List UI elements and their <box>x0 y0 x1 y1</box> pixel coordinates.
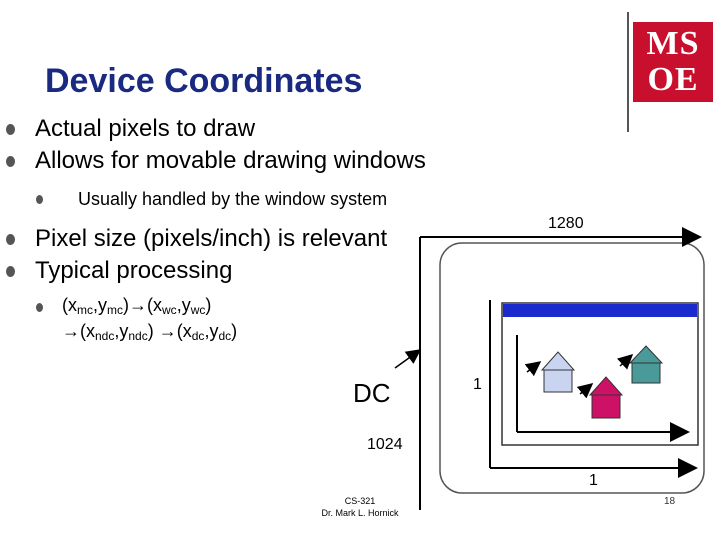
window-height-one: 1 <box>473 376 482 393</box>
window-title-bar <box>503 304 697 317</box>
bullet-text: Actual pixels to draw <box>35 115 256 142</box>
house-teal <box>628 345 664 384</box>
sub-bullet-dot <box>36 195 43 204</box>
arrow-right-icon: → <box>62 321 80 341</box>
arrow-right-icon: → <box>129 295 148 315</box>
sub-bullet-dot <box>36 303 43 312</box>
footer-author: Dr. Mark L. Hornick <box>321 508 399 518</box>
bullet-dot <box>6 266 15 277</box>
bullet-text: Pixel size (pixels/inch) is relevant <box>35 225 388 252</box>
processing-line-1: (xmc,ymc)→(xwc,ywc) <box>62 295 212 317</box>
bullet-dot <box>6 124 15 135</box>
logo-text-top: MS <box>646 25 700 62</box>
window-width-one: 1 <box>589 472 598 489</box>
arrow-right-icon: → <box>158 321 177 341</box>
sub-bullet-text: Usually handled by the window system <box>78 189 388 209</box>
bullet-text: Allows for movable drawing windows <box>35 147 426 174</box>
house-pointer-2 <box>576 383 594 399</box>
logo-divider <box>627 12 629 132</box>
logo-text-bottom: OE <box>647 61 699 98</box>
screen-outline <box>439 242 705 494</box>
bullet-text: Typical processing <box>35 257 233 284</box>
drawing-window <box>501 302 699 446</box>
dc-pointer <box>394 349 422 369</box>
house-magenta <box>588 376 624 419</box>
msoe-logo: MS OE <box>633 22 713 102</box>
house-pointer-1 <box>524 361 542 377</box>
width-label: 1280 <box>548 215 584 232</box>
bullet-dot <box>6 156 15 167</box>
slide-title: Device Coordinates <box>45 62 363 100</box>
height-label: 1024 <box>367 436 403 453</box>
processing-line-2: →(xndc,yndc) →(xdc,ydc) <box>62 321 238 343</box>
house-pointer-3 <box>616 353 634 370</box>
house-light-blue <box>540 351 576 393</box>
dc-label: DC <box>353 378 391 408</box>
footer-course: CS-321 <box>344 496 376 506</box>
bullet-dot <box>6 234 15 245</box>
page-number: 18 <box>664 496 676 507</box>
